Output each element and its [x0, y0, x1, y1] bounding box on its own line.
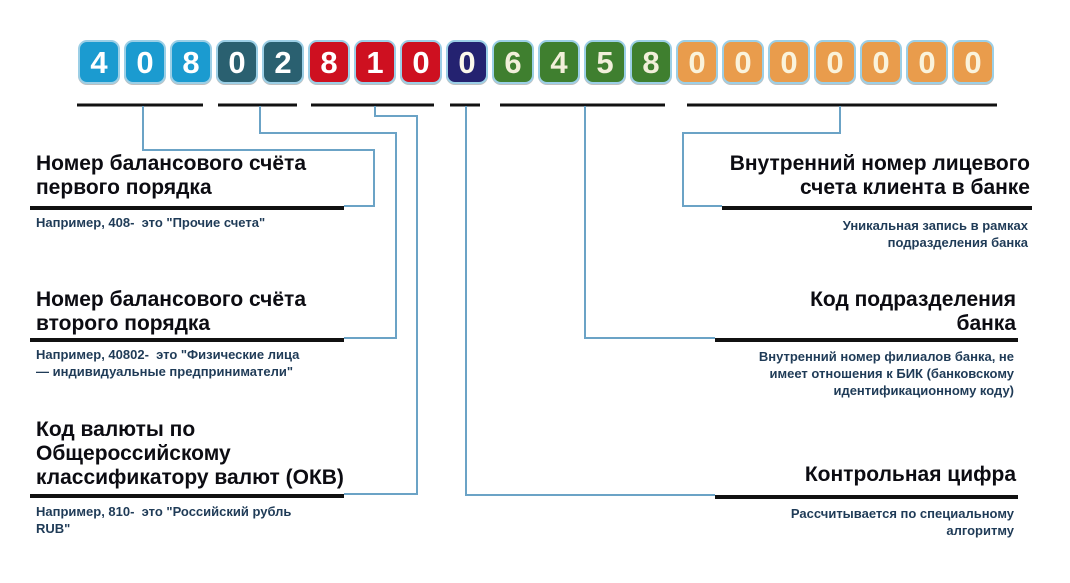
connector-branch-code [584, 106, 715, 339]
label-branch-code: Код подразделения банка [686, 288, 1016, 336]
digit-box-balance-first-order: 8 [170, 40, 212, 84]
digit-box-balance-second-order: 0 [216, 40, 258, 84]
digit-box-balance-second-order: 2 [262, 40, 304, 84]
digit-box-internal-account: 0 [860, 40, 902, 84]
note-internal-account: Уникальная запись в рамках подразделения… [698, 217, 1028, 251]
digit-box-internal-account: 0 [952, 40, 994, 84]
digit-box-internal-account: 0 [906, 40, 948, 84]
connector-control-digit [465, 106, 715, 496]
digit-box-balance-first-order: 4 [78, 40, 120, 84]
label-internal-account-title: Внутренний номер лицевого счета клиента … [729, 152, 1030, 199]
label-internal-account: Внутренний номер лицевого счета клиента … [700, 152, 1030, 200]
label-currency-code: Код валюты по Общероссийскому классифика… [36, 418, 366, 490]
digit-box-currency-code: 8 [308, 40, 350, 84]
note-branch-code: Внутренний номер филиалов банка, не имее… [684, 348, 1014, 399]
note-balance-first-order: Например, 408- это "Прочие счета" [36, 214, 366, 231]
label-branch-code-title: Код подразделения банка [810, 288, 1016, 335]
label-control-digit: Контрольная цифра [686, 463, 1016, 487]
note-branch-code-text: Внутренний номер филиалов банка, не имее… [758, 349, 1014, 398]
note-internal-account-text: Уникальная запись в рамках подразделения… [842, 218, 1028, 250]
note-balance-second-order: Например, 40802- это "Физические лица — … [36, 346, 366, 380]
digit-box-branch-code: 4 [538, 40, 580, 84]
label-control-digit-title: Контрольная цифра [804, 463, 1016, 486]
label-currency-code-title: Код валюты по Общероссийскому классифика… [36, 418, 344, 489]
digit-box-branch-code: 5 [584, 40, 626, 84]
digit-box-internal-account: 0 [676, 40, 718, 84]
connector-currency-code [344, 106, 418, 495]
connector-internal-account [682, 106, 841, 207]
label-balance-first-order: Номер балансового счёта первого порядка [36, 152, 366, 200]
note-control-digit-text: Рассчитывается по специальному алгоритму [790, 506, 1014, 538]
digit-box-branch-code: 6 [492, 40, 534, 84]
connector-balance-first-order [142, 106, 375, 207]
digit-box-internal-account: 0 [814, 40, 856, 84]
note-currency-code-text: Например, 810- это "Российский рубль RUB… [36, 504, 292, 536]
note-balance-first-order-text: Например, 408- это "Прочие счета" [36, 215, 266, 230]
note-currency-code: Например, 810- это "Российский рубль RUB… [36, 503, 366, 537]
digit-box-branch-code: 8 [630, 40, 672, 84]
label-balance-second-order: Номер балансового счёта второго порядка [36, 288, 366, 336]
digit-box-internal-account: 0 [768, 40, 810, 84]
label-balance-second-order-title: Номер балансового счёта второго порядка [36, 288, 307, 335]
label-balance-first-order-title: Номер балансового счёта первого порядка [36, 152, 307, 199]
digit-box-internal-account: 0 [722, 40, 764, 84]
digit-box-currency-code: 1 [354, 40, 396, 84]
note-control-digit: Рассчитывается по специальному алгоритму [684, 505, 1014, 539]
digit-box-currency-code: 0 [400, 40, 442, 84]
note-balance-second-order-text: Например, 40802- это "Физические лица — … [36, 347, 300, 379]
connector-balance-second-order [259, 106, 397, 339]
digit-box-balance-first-order: 0 [124, 40, 166, 84]
digit-box-control-digit: 0 [446, 40, 488, 84]
